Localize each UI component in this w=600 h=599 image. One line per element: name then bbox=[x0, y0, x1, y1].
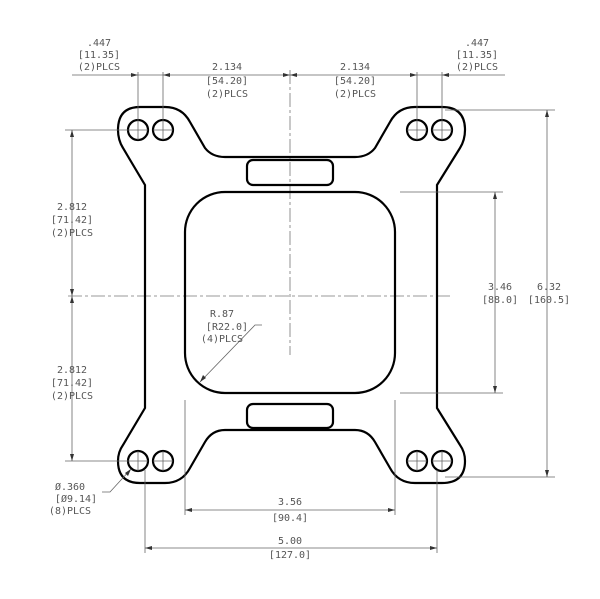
dim-vertical-upper: 2.812 [71.42] (2)PLCS bbox=[51, 202, 93, 239]
dim-opening-width: 3.56 [90.4] bbox=[272, 497, 308, 524]
top-slot bbox=[245, 158, 335, 187]
svg-text:(4)PLCS: (4)PLCS bbox=[201, 334, 243, 345]
dim-hole-diameter: Ø.360 [Ø9.14] (8)PLCS bbox=[49, 481, 97, 517]
arrowheads bbox=[70, 73, 549, 550]
svg-text:.447: .447 bbox=[87, 38, 111, 49]
svg-text:2.134: 2.134 bbox=[212, 62, 242, 73]
dim-hole-spacing-left: .447 [11.35] (2)PLCS bbox=[78, 38, 120, 73]
svg-text:5.00: 5.00 bbox=[278, 536, 302, 547]
svg-text:.447: .447 bbox=[465, 38, 489, 49]
svg-text:[Ø9.14]: [Ø9.14] bbox=[55, 493, 97, 505]
svg-text:[11.35]: [11.35] bbox=[78, 50, 120, 61]
svg-text:[54.20]: [54.20] bbox=[334, 76, 376, 87]
svg-text:(2)PLCS: (2)PLCS bbox=[51, 228, 93, 239]
svg-text:[127.0]: [127.0] bbox=[269, 550, 311, 561]
svg-text:(2)PLCS: (2)PLCS bbox=[78, 62, 120, 73]
svg-text:3.56: 3.56 bbox=[278, 497, 302, 508]
svg-text:[11.35]: [11.35] bbox=[456, 50, 498, 61]
dim-opening-height: 3.46 [88.0] bbox=[482, 282, 518, 306]
svg-text:[160.5]: [160.5] bbox=[528, 295, 570, 306]
dim-hole-spacing-right: .447 [11.35] (2)PLCS bbox=[456, 38, 498, 73]
dim-center-to-hole-right: 2.134 [54.20] (2)PLCS bbox=[334, 62, 376, 100]
svg-text:[88.0]: [88.0] bbox=[482, 295, 518, 306]
svg-text:2.812: 2.812 bbox=[57, 365, 87, 376]
svg-text:[54.20]: [54.20] bbox=[206, 76, 248, 87]
svg-text:6.32: 6.32 bbox=[537, 282, 561, 293]
svg-text:2.134: 2.134 bbox=[340, 62, 370, 73]
svg-text:2.812: 2.812 bbox=[57, 202, 87, 213]
spacer-outline bbox=[116, 105, 467, 485]
svg-text:(2)PLCS: (2)PLCS bbox=[334, 89, 376, 100]
svg-text:(8)PLCS: (8)PLCS bbox=[49, 506, 91, 517]
dim-overall-height: 6.32 [160.5] bbox=[528, 282, 570, 306]
dimension-lines bbox=[65, 72, 555, 553]
svg-text:(2)PLCS: (2)PLCS bbox=[456, 62, 498, 73]
dim-radius: R.87 [R22.0] (4)PLCS bbox=[201, 309, 248, 345]
dim-vertical-lower: 2.812 [71.42] (2)PLCS bbox=[51, 365, 93, 402]
svg-text:(2)PLCS: (2)PLCS bbox=[206, 89, 248, 100]
svg-text:[71.42]: [71.42] bbox=[51, 378, 93, 389]
svg-text:Ø.360: Ø.360 bbox=[55, 481, 85, 493]
svg-text:[R22.0]: [R22.0] bbox=[206, 322, 248, 333]
dim-center-to-hole-left: 2.134 [54.20] (2)PLCS bbox=[206, 62, 248, 100]
bottom-slot bbox=[245, 402, 335, 430]
svg-text:R.87: R.87 bbox=[210, 309, 234, 320]
svg-text:(2)PLCS: (2)PLCS bbox=[51, 391, 93, 402]
center-opening bbox=[183, 190, 397, 395]
svg-text:3.46: 3.46 bbox=[488, 282, 512, 293]
dim-overall-width: 5.00 [127.0] bbox=[269, 536, 311, 561]
svg-text:[90.4]: [90.4] bbox=[272, 513, 308, 524]
svg-text:[71.42]: [71.42] bbox=[51, 215, 93, 226]
